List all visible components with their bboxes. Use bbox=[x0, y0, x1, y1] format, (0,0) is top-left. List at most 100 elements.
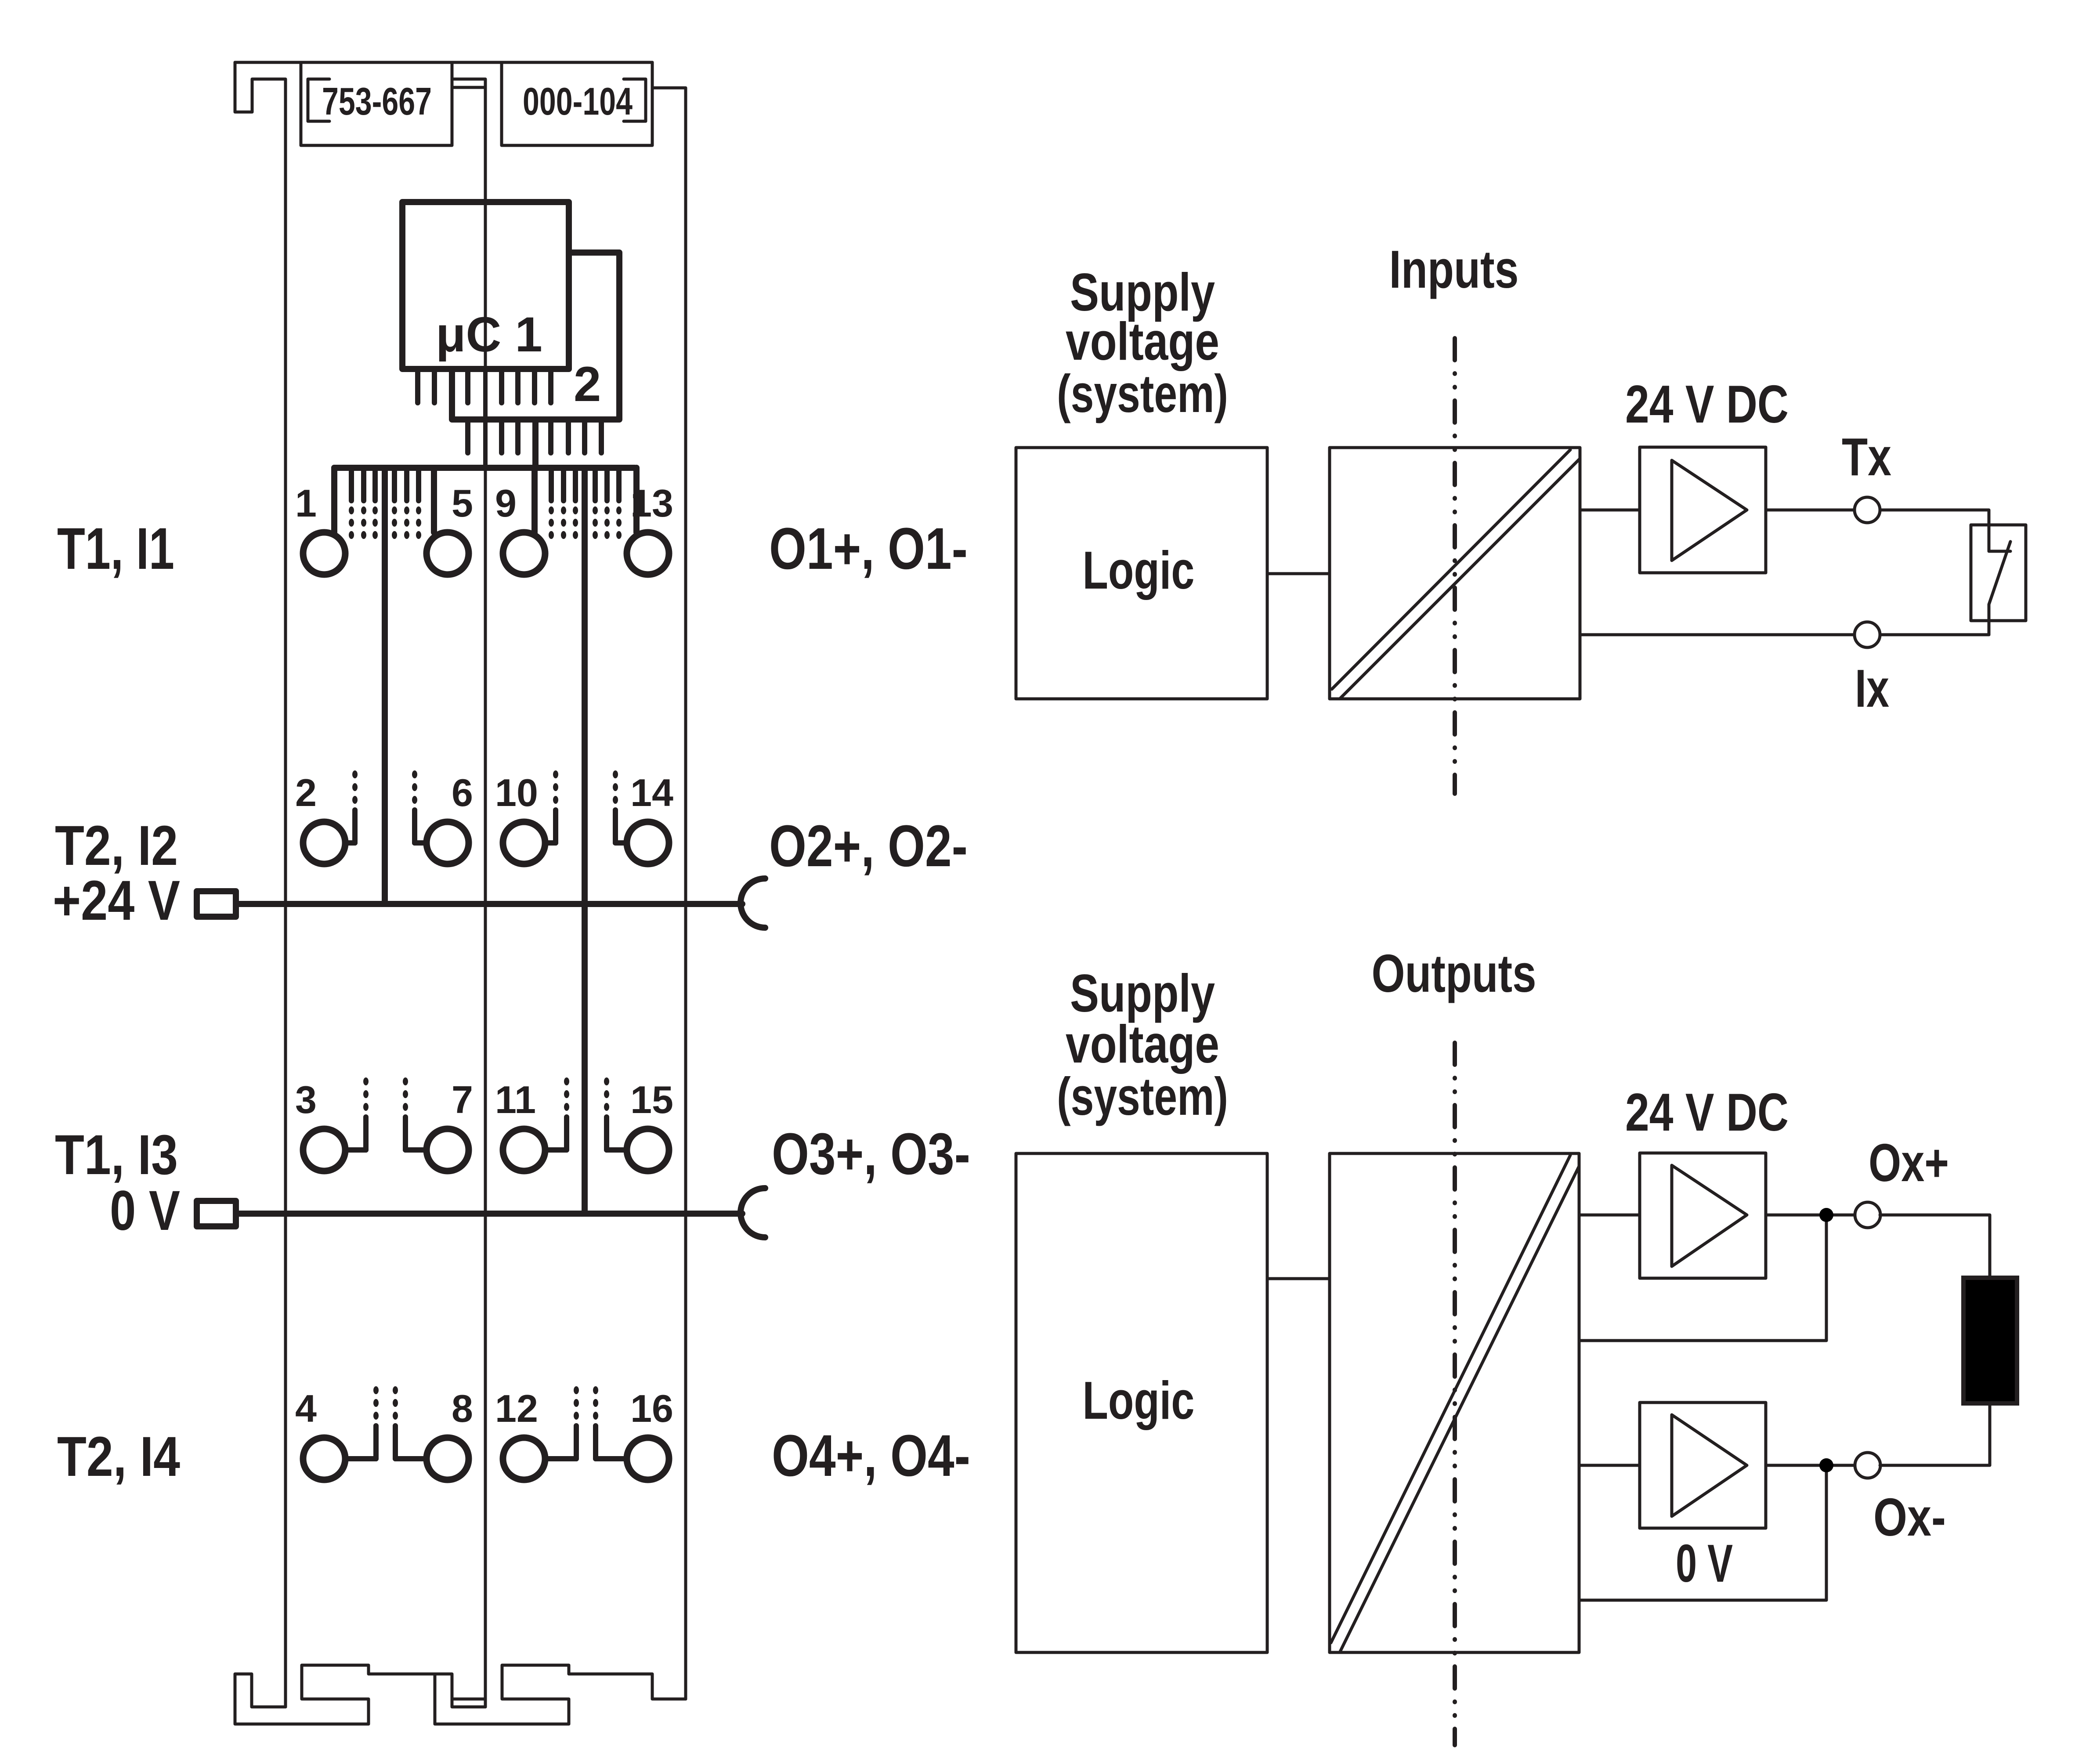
housing-left-hook bbox=[233, 61, 287, 1709]
terminal-number: 5 bbox=[452, 481, 473, 525]
comb-dot bbox=[349, 506, 354, 514]
controller-2-label: 2 bbox=[574, 357, 601, 412]
terminal-stub-dot bbox=[363, 1077, 369, 1085]
terminal-stub-dot bbox=[564, 1077, 569, 1085]
terminal-number: 8 bbox=[452, 1387, 473, 1430]
terminal-stub-dot bbox=[593, 1399, 598, 1407]
bus-combs bbox=[349, 465, 622, 539]
inputs-amplifier-icon bbox=[1670, 459, 1749, 562]
terminal-stub-dot bbox=[412, 783, 417, 791]
comb-dot bbox=[404, 519, 409, 527]
label-plus24v: +24 V bbox=[53, 869, 180, 932]
terminal-stub-dot bbox=[373, 1386, 379, 1394]
controller-1-label: μC 1 bbox=[436, 307, 542, 362]
terminal-clamp-icon bbox=[623, 529, 672, 578]
label-o2: O2+, O2- bbox=[769, 813, 968, 879]
outputs-feedback-2 bbox=[1577, 1464, 1828, 1602]
terminal-bus bbox=[331, 465, 640, 1217]
zero-volt-socket bbox=[737, 1185, 768, 1240]
terminal-number: 3 bbox=[295, 1078, 317, 1121]
terminal-stub-dot bbox=[363, 1090, 369, 1098]
terminal-stub-dot bbox=[352, 770, 358, 778]
terminal-number: 4 bbox=[295, 1387, 317, 1430]
article-label-box bbox=[299, 61, 454, 147]
controller-2-outline bbox=[449, 249, 622, 423]
terminal-stub-dot bbox=[403, 1090, 408, 1098]
terminal-number: 16 bbox=[630, 1387, 673, 1430]
terminal-stub-dot bbox=[593, 1386, 598, 1394]
terminal-stub-dot bbox=[604, 1077, 609, 1085]
inputs-isolation-barrier bbox=[1330, 448, 1582, 701]
terminal-stub-dot bbox=[553, 783, 558, 791]
ox-minus-terminal bbox=[1853, 1451, 1882, 1480]
ox-plus-label: Ox+ bbox=[1869, 1133, 1949, 1193]
label-o3: O3+, O3- bbox=[772, 1121, 970, 1187]
junction-dot-1 bbox=[1819, 1208, 1833, 1222]
label-t1-i3: T1, I3 bbox=[55, 1124, 178, 1186]
terminal-stub-dot bbox=[393, 1386, 398, 1394]
outputs-supply-line-2: voltage bbox=[1066, 1014, 1219, 1074]
inputs-supply-line-1: Supply bbox=[1070, 262, 1215, 322]
comb-dot bbox=[561, 531, 566, 539]
terminal-number: 11 bbox=[495, 1078, 536, 1121]
right-foot bbox=[433, 1663, 687, 1726]
terminal-number: 6 bbox=[452, 771, 473, 814]
outputs-supply-line-1: Supply bbox=[1070, 963, 1215, 1023]
plus24v-socket bbox=[737, 875, 768, 931]
sensor-box bbox=[1969, 523, 2028, 622]
load-icon bbox=[1961, 1276, 2019, 1406]
comb-dot bbox=[392, 519, 397, 527]
terminal-number: 14 bbox=[630, 771, 673, 814]
controller-2-pins bbox=[465, 417, 604, 455]
power-rails bbox=[194, 875, 768, 1240]
comb-dot bbox=[549, 531, 554, 539]
variant-number: 000-104 bbox=[523, 80, 633, 123]
comb-dot bbox=[573, 531, 578, 539]
label-o1: O1+, O1- bbox=[769, 516, 968, 582]
terminal-stub-dot bbox=[352, 796, 358, 804]
outputs-amplifier-2-icon bbox=[1670, 1413, 1749, 1518]
side-labels: T1, I1 T2, I2 +24 V T1, I3 0 V T2, I4 O1… bbox=[53, 516, 970, 1489]
terminal-stub-dot bbox=[412, 770, 417, 778]
terminal-stub-dot bbox=[412, 796, 417, 804]
inputs-logic-label: Logic bbox=[1083, 540, 1195, 600]
terminal-clamp-icon bbox=[423, 529, 472, 578]
terminal-stub-dot bbox=[604, 1090, 609, 1098]
comb-dot bbox=[604, 519, 610, 527]
left-foot bbox=[233, 1663, 487, 1726]
comb-dot bbox=[372, 531, 378, 539]
comb-dot bbox=[549, 519, 554, 527]
ox-minus-wire bbox=[1764, 1402, 1992, 1467]
terminal-number: 15 bbox=[630, 1078, 673, 1121]
module-housing: 753-667 000-104 bbox=[233, 61, 687, 1726]
terminal-number: 12 bbox=[495, 1387, 538, 1430]
comb-dot bbox=[349, 531, 354, 539]
comb-dot bbox=[616, 519, 622, 527]
outputs-title: Outputs bbox=[1372, 943, 1536, 1003]
ix-label: Ix bbox=[1855, 658, 1889, 718]
terminal-clamp-icon bbox=[499, 529, 549, 578]
terminal-stub-dot bbox=[373, 1399, 379, 1407]
comb-dot bbox=[361, 506, 366, 514]
inputs-tx-wire bbox=[1764, 508, 2012, 553]
terminal-stub-dot bbox=[403, 1077, 408, 1085]
terminal-stub-dot bbox=[564, 1103, 569, 1111]
comb-dot bbox=[416, 519, 421, 527]
terminal-stub-dot bbox=[363, 1103, 369, 1111]
outputs-voltage-bottom-label: 0 V bbox=[1676, 1533, 1733, 1593]
inputs-voltage-label: 24 V DC bbox=[1625, 374, 1789, 434]
label-zero-volt: 0 V bbox=[110, 1179, 180, 1242]
comb-dot bbox=[404, 531, 409, 539]
label-o4: O4+, O4- bbox=[772, 1423, 970, 1489]
housing-center-line bbox=[450, 77, 487, 1709]
terminal-number: 7 bbox=[452, 1078, 473, 1121]
inputs-block: Supply voltage (system) Inputs Logic 24 … bbox=[1014, 239, 2028, 796]
terminal-stub-dot bbox=[574, 1399, 579, 1407]
terminal-stub-dot bbox=[373, 1412, 379, 1420]
terminal-stub-dot bbox=[393, 1399, 398, 1407]
housing-right-line bbox=[651, 86, 687, 1701]
terminal-stub-dot bbox=[403, 1103, 408, 1111]
terminal-stub-dot bbox=[613, 796, 618, 804]
label-t1-i1: T1, I1 bbox=[57, 516, 174, 582]
comb-dot bbox=[404, 506, 409, 514]
